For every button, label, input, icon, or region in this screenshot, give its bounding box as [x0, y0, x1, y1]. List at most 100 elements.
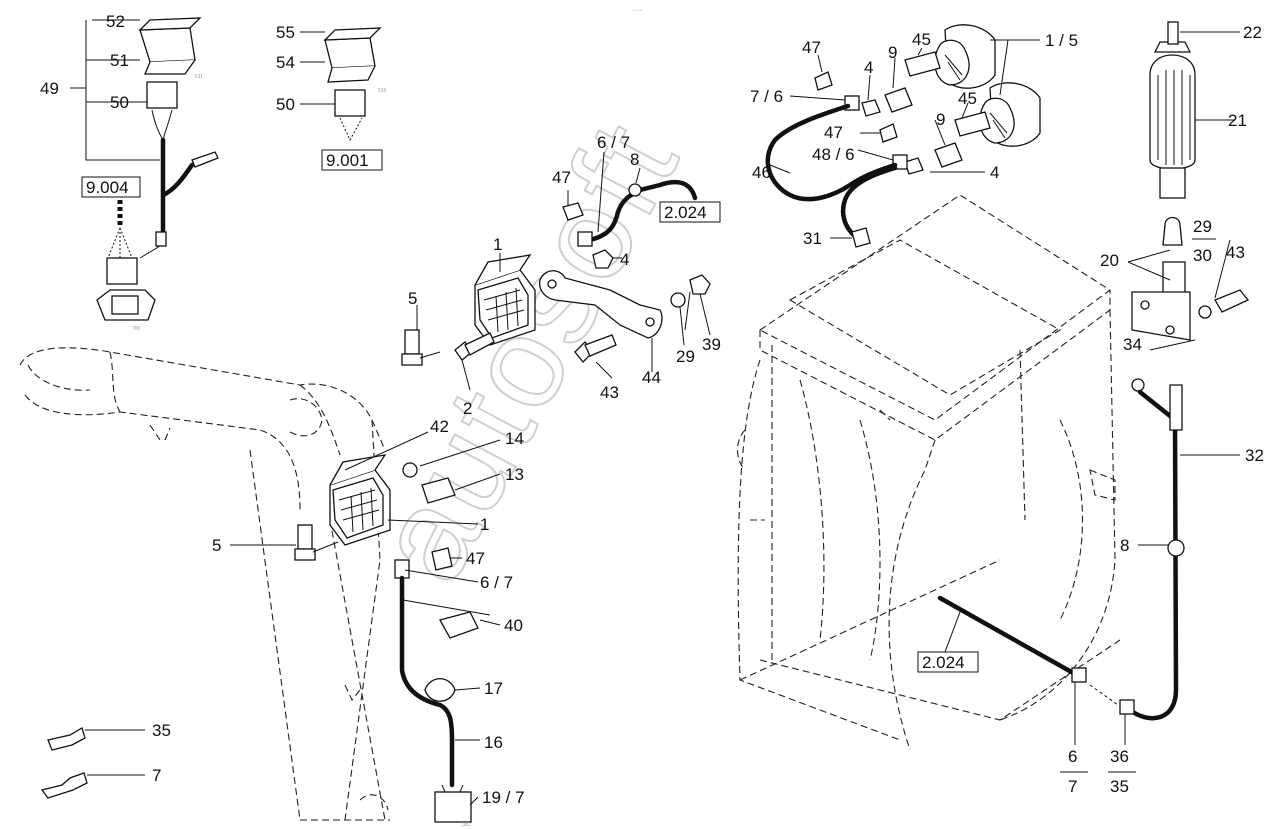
ref-9001: 9.001: [326, 151, 369, 170]
callout-17: 17: [484, 679, 503, 698]
callout-29-center: 29: [676, 347, 695, 366]
cable-tie-17: [424, 678, 456, 702]
callout-43-center: 43: [600, 383, 619, 402]
nut-39: [689, 274, 711, 295]
callout-20: 20: [1100, 251, 1119, 270]
callout-7-6: 7 / 6: [750, 87, 783, 106]
clip-40: [439, 611, 479, 639]
callout-6-7-top: 6 / 7: [597, 133, 630, 152]
ref-box-2024-top: [659, 201, 721, 223]
spacer-9-lower: [934, 142, 963, 168]
beacon-assembly: [1131, 21, 1250, 341]
callout-55: 55: [276, 23, 295, 42]
clip-47-upper: [814, 71, 833, 91]
callout-5-boom: 5: [212, 536, 221, 555]
callout-9-upper: 9: [888, 43, 897, 62]
part-mark-515: 515: [378, 88, 387, 94]
callout-47-top: 47: [552, 168, 571, 187]
bulb-5-boom: [294, 524, 339, 561]
callout-14: 14: [505, 429, 524, 448]
callout-34: 34: [1123, 335, 1142, 354]
callout-22: 22: [1243, 23, 1262, 42]
flat-terminal-35: [47, 727, 86, 751]
callout-31: 31: [803, 229, 822, 248]
callout-29-right: 29: [1193, 217, 1212, 236]
bulb-5-top: [401, 329, 441, 366]
callout-6-cab: 6: [1068, 747, 1077, 766]
callout-47-boom: 47: [466, 549, 485, 568]
flat-terminal-7: [40, 772, 88, 799]
callout-42: 42: [430, 417, 449, 436]
ref-box-9001: [321, 149, 383, 171]
callout-50-mid: 50: [276, 95, 295, 114]
callout-46: 46: [752, 163, 771, 182]
callout-48-6: 48 / 6: [812, 145, 855, 164]
clip-47-mid: [879, 123, 898, 143]
callout-45-upper: 45: [912, 30, 931, 49]
callout-2: 2: [463, 399, 472, 418]
washer-14: [402, 462, 418, 478]
connector-6-7-cab: [1071, 667, 1087, 683]
ring-terminal-34: [1131, 378, 1145, 392]
callout-7-cab: 7: [1068, 777, 1077, 796]
roof-light-upper: [904, 24, 996, 89]
callout-1-boom: 1: [480, 515, 489, 534]
callout-8-right: 8: [1120, 536, 1129, 555]
bolt-2: [454, 332, 495, 361]
callout-21: 21: [1228, 111, 1247, 130]
callout-43-right: 43: [1226, 243, 1245, 262]
ref-2024-top: 2.024: [664, 203, 707, 222]
callout-1-5: 1 / 5: [1045, 31, 1078, 50]
callout-16: 16: [484, 733, 503, 752]
callout-6-7-boom: 6 / 7: [480, 573, 513, 592]
callout-19-7: 19 / 7: [482, 788, 525, 807]
callout-35-cab: 35: [1110, 777, 1129, 796]
ref-2024-bottom: 2.024: [922, 653, 965, 672]
clip-47-top: [562, 202, 584, 221]
callout-45-lower: 45: [958, 89, 977, 108]
callout-47-upper: 47: [802, 38, 821, 57]
loader-arm-outline: [19, 347, 390, 821]
callout-35-terminal: 35: [152, 721, 171, 740]
callout-4-center: 4: [620, 250, 629, 269]
bolt-13: [421, 477, 456, 504]
callout-39: 39: [702, 335, 721, 354]
washer-29: [670, 292, 686, 308]
roof-light-lower: [954, 82, 1041, 147]
nut-4-lower: [904, 157, 924, 175]
work-light-1: [474, 254, 536, 346]
part-mark-765: 765: [132, 326, 141, 332]
callout-52: 52: [106, 12, 125, 31]
callout-49: 49: [40, 79, 59, 98]
callout-4-lower: 4: [990, 163, 999, 182]
nut-4-upper: [861, 99, 881, 117]
clip-47-boom: [431, 547, 453, 571]
part-mark-381: 381: [462, 822, 471, 828]
callout-5-top: 5: [408, 289, 417, 308]
callout-1-top: 1: [493, 235, 502, 254]
cab-outline: [736, 194, 1121, 751]
ref-9004: 9.004: [86, 178, 129, 197]
callout-7-terminal: 7: [152, 766, 161, 785]
ref-box-9004: [81, 176, 141, 198]
bolt-43-center: [574, 334, 617, 363]
callout-4-upper: 4: [864, 58, 873, 77]
connector-36-35: [1119, 699, 1135, 715]
header-mark: ▫▫ ▫▫▫: [632, 8, 642, 14]
callout-30: 30: [1193, 246, 1212, 265]
spacer-9-upper: [884, 87, 913, 113]
nut-4-center: [592, 249, 614, 269]
callout-54: 54: [276, 53, 295, 72]
part-mark-511: 511: [195, 74, 203, 80]
grommet-8-top: [628, 183, 642, 197]
callout-51: 51: [110, 51, 129, 70]
connector-6-7-top: [577, 231, 593, 247]
watermark-text: autosoft: [346, 98, 707, 603]
callout-9-lower: 9: [936, 110, 945, 129]
grommet-31: [851, 227, 871, 248]
callout-40: 40: [504, 616, 523, 635]
callout-13: 13: [505, 465, 524, 484]
callout-50-top-left: 50: [110, 93, 129, 112]
callout-47-mid: 47: [824, 123, 843, 142]
